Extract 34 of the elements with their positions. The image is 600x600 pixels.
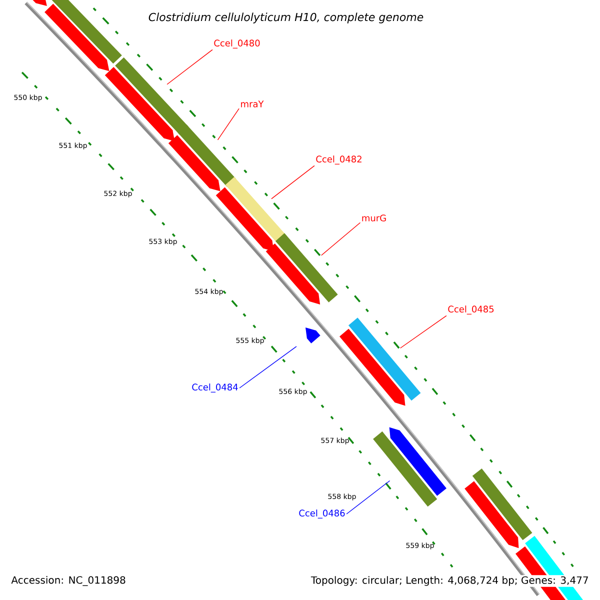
gene-label: murG [362, 214, 386, 222]
gene-feature [168, 135, 220, 192]
leader-line [217, 108, 240, 140]
title: Clostridium cellulolyticum H10, complete genome [148, 12, 424, 24]
leader-line [271, 165, 315, 200]
gene-feature [348, 318, 421, 401]
leader-line [400, 315, 447, 348]
gene-feature [178, 124, 236, 187]
gene-feature [275, 233, 338, 302]
gene-feature [389, 427, 446, 496]
gene-feature [472, 468, 532, 540]
gene-feature [115, 57, 188, 135]
gene-feature [216, 187, 274, 252]
gene-feature [464, 481, 519, 548]
leader-line [239, 346, 297, 388]
gene-label: mraY [241, 100, 264, 108]
gene-feature [52, 0, 122, 64]
gene-label: Ccel_0480 [214, 40, 260, 48]
gene-label: Ccel_0482 [316, 156, 362, 164]
accession-text: Accession: NC_011898 [10, 575, 127, 587]
leader-line [321, 222, 361, 256]
leader-line [346, 480, 390, 514]
gene-feature [266, 243, 320, 305]
gene-feature [32, 0, 47, 6]
gene-label: Ccel_0485 [448, 306, 494, 314]
gene-feature [306, 327, 320, 344]
gene-label: Ccel_0484 [192, 384, 238, 392]
gene-feature [104, 66, 175, 142]
leader-line [166, 49, 213, 85]
genome-info-text: Topology: circular; Length: 4,068,724 bp; Genes: 3,477 [310, 575, 590, 587]
gene-label: Ccel_0486 [299, 510, 345, 518]
gene-feature [340, 328, 406, 406]
gene-feature [373, 431, 438, 507]
gene-feature [44, 4, 110, 72]
